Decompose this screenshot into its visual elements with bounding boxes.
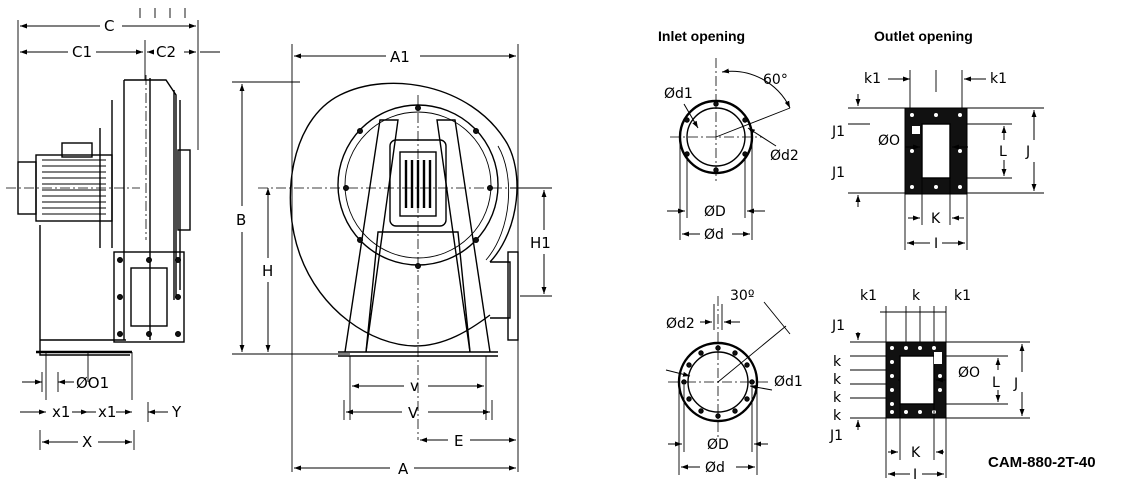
- outlet-opening-top: [921, 123, 951, 179]
- inlet-flange-outer: [677, 341, 759, 423]
- label-H1: H1: [530, 234, 551, 252]
- label-angle-60: 60°: [763, 72, 788, 88]
- front-bolts: [343, 105, 493, 269]
- housing-outline: [124, 79, 177, 298]
- label-d-top: Ød: [704, 227, 724, 243]
- base-ext-lines: [45, 352, 133, 400]
- label-C: C: [104, 17, 114, 35]
- label-k-1: k: [833, 354, 842, 370]
- frame-base: [338, 351, 498, 357]
- heading-outlet-opening: Outlet opening: [874, 28, 973, 44]
- label-C2: C2: [156, 43, 176, 61]
- terminal-box: [61, 142, 93, 158]
- scroll-housing: [289, 82, 518, 347]
- outlet-detail-top: k1 k1 J1 J1 ØO L J K I: [831, 70, 1044, 252]
- leader-d1-b: [665, 369, 691, 377]
- label-J-bottom: J: [1013, 376, 1018, 392]
- label-d2-bottom: Ød2: [666, 316, 695, 332]
- label-O1: ØO1: [76, 374, 109, 392]
- label-J1-b-bottom: J1: [829, 428, 843, 444]
- housing-lines: [99, 78, 181, 340]
- motor-face: [399, 151, 437, 217]
- label-k1-b-top: k1: [990, 71, 1007, 87]
- inlet-bottom-bolts: [681, 345, 755, 419]
- motor-front: [389, 139, 447, 227]
- outlet-stub: [490, 261, 511, 319]
- label-A1: A1: [390, 48, 410, 66]
- side-bolts: [117, 257, 181, 337]
- inlet-detail-bottom: 30º Ød2 Ød1 ØD Ød: [665, 288, 803, 476]
- label-K-top: K: [931, 211, 941, 227]
- model-code: CAM-880-2T-40: [988, 454, 1096, 471]
- label-d1-top: Ød1: [664, 86, 693, 102]
- label-k-3: k: [833, 390, 842, 406]
- label-D-bottom: ØD: [707, 437, 729, 453]
- label-D-top: ØD: [704, 204, 726, 220]
- label-X: X: [82, 433, 92, 451]
- outlet-slot: [934, 352, 942, 364]
- label-K-bottom: K: [911, 445, 921, 461]
- frame-legs: [344, 119, 491, 353]
- outlet-slot: [912, 126, 920, 134]
- leader-d1-b2: [749, 384, 773, 391]
- label-C1: C1: [72, 43, 92, 61]
- label-Y: Y: [171, 403, 182, 421]
- label-E: E: [454, 432, 463, 450]
- label-I-bottom: I: [913, 467, 917, 479]
- outlet-flange-front: [507, 251, 519, 341]
- label-k-2: k: [833, 372, 842, 388]
- label-I-top: I: [934, 236, 938, 252]
- inlet-detail-top: 60° Ød1 Ød2 ØD Ød: [664, 58, 799, 243]
- angle-line: [717, 325, 787, 383]
- outlet-opening-bottom: [899, 355, 935, 405]
- label-k-4: k: [833, 408, 842, 424]
- motor-fins: [42, 159, 106, 215]
- outlet-detail-bottom: k1 k k1 J1 k k k k J1 ØO L J K I: [829, 288, 1030, 479]
- side-view: C C1 C2 ØO1: [6, 8, 220, 451]
- ext-lines: [850, 341, 886, 419]
- label-V: V: [408, 404, 419, 422]
- label-B: B: [236, 211, 246, 229]
- label-J1-a-top: J1: [831, 124, 845, 140]
- label-L-bottom: L: [992, 375, 1000, 391]
- angle-arc-60: [721, 68, 791, 109]
- label-H: H: [262, 262, 273, 280]
- label-J1-a-bottom: J1: [831, 318, 845, 334]
- label-k1-a-top: k1: [864, 71, 881, 87]
- scroll-inner: [485, 145, 510, 261]
- label-x1-a: x1: [52, 403, 70, 421]
- inlet-flange-side: [177, 149, 191, 231]
- label-d2-top: Ød2: [770, 148, 799, 164]
- label-L-top: L: [999, 144, 1007, 160]
- ext-lines: [885, 306, 947, 342]
- label-x1-b: x1: [98, 403, 116, 421]
- motor-grille: [404, 160, 432, 208]
- leader-d2: [747, 127, 777, 147]
- label-A: A: [398, 460, 409, 478]
- leader-d1: [683, 103, 699, 129]
- label-d-bottom: Ød: [705, 460, 725, 476]
- label-k-bottom: k: [912, 288, 921, 304]
- heading-inlet-opening: Inlet opening: [658, 28, 745, 44]
- outlet-opening-side: [130, 267, 168, 327]
- outlet-top-bolts: [910, 113, 962, 189]
- pedestal: [39, 225, 130, 356]
- label-k1-b-bottom: k1: [954, 288, 971, 304]
- outlet-flange-side: [113, 251, 185, 343]
- label-J1-b-top: J1: [831, 165, 845, 181]
- label-k1-a-bottom: k1: [860, 288, 877, 304]
- label-angle-30: 30º: [730, 288, 754, 304]
- label-O-bottom: ØO: [958, 365, 980, 381]
- frame-arch: [365, 231, 471, 353]
- label-O-top: ØO: [878, 133, 900, 149]
- label-v: v: [410, 377, 419, 395]
- scale-ticks: [139, 8, 186, 18]
- angle-line: [715, 107, 791, 138]
- front-view: A1 B H H1: [232, 44, 552, 478]
- label-J-top: J: [1025, 144, 1030, 160]
- label-d1-bottom: Ød1: [774, 374, 803, 390]
- angle-leader: [763, 301, 791, 335]
